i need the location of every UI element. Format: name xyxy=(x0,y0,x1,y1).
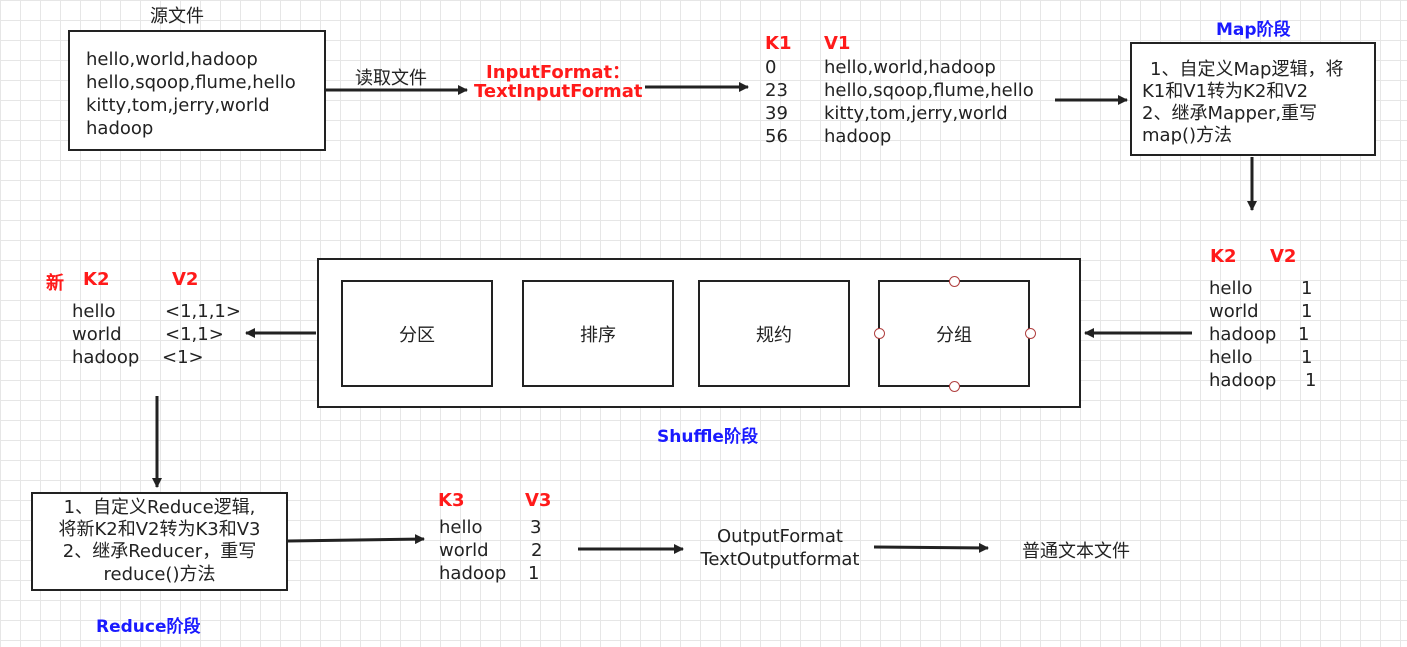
kv1-key: 23 xyxy=(765,80,788,101)
kv1-key: 56 xyxy=(765,126,788,147)
kv2-value: 1 xyxy=(1305,370,1317,391)
new-prefix: 新 xyxy=(46,273,64,294)
kv3-key: hello xyxy=(439,517,483,538)
kv2-value: 1 xyxy=(1298,324,1310,345)
kv1-value: kitty,tom,jerry,world xyxy=(824,103,1008,124)
map-stage-box: 1、自定义Map逻辑，将 K1和V1转为K2和V2 2、继承Mapper,重写 … xyxy=(1130,42,1376,156)
map-line: 2、继承Mapper,重写 xyxy=(1142,103,1318,124)
reduce-stage-box: 1、自定义Reduce逻辑, 将新K2和V2转为K3和V3 2、继承Reduce… xyxy=(31,492,288,591)
source-line: hello,sqoop,flume,hello xyxy=(86,72,296,93)
map-line: map()方法 xyxy=(1142,125,1233,146)
kv2-row: hadoop 1 xyxy=(1209,323,1309,346)
map-line: K1和V1转为K2和V2 xyxy=(1142,81,1309,102)
kv2-row: hello 1 xyxy=(1209,277,1312,300)
source-title: 源文件 xyxy=(150,6,204,27)
k1-header: K1 xyxy=(765,33,792,54)
kv1-value: hello,world,hadoop xyxy=(824,57,996,78)
kv2-row: world 1 xyxy=(1209,300,1312,323)
kv2-key: hello xyxy=(1209,347,1253,368)
input-format-label: InputFormat： xyxy=(486,62,631,83)
text-input-format-label: TextInputFormat xyxy=(474,81,643,102)
kv3-row: hadoop 1 xyxy=(439,562,539,585)
new-k2-header: K2 xyxy=(83,269,110,290)
source-line: hadoop xyxy=(86,118,154,139)
kv1-row: 23 hello,sqoop,flume,hello xyxy=(765,79,1034,102)
new-v2-header: V2 xyxy=(172,269,199,290)
v3-header: V3 xyxy=(525,490,552,511)
kv3-row: hello 3 xyxy=(439,516,541,539)
arrow-to-file xyxy=(873,542,989,553)
new-kv2-row: hadoop <1> xyxy=(72,346,204,369)
k3-header: K3 xyxy=(438,490,465,511)
kv3-key: world xyxy=(439,540,489,561)
kv1-row: 56 hadoop xyxy=(765,125,891,148)
new-kv2-key: world xyxy=(72,324,122,345)
read-file-label: 读取文件 xyxy=(355,68,427,89)
map-line: 1、自定义Map逻辑，将 xyxy=(1150,59,1344,80)
kv2-value: 1 xyxy=(1301,278,1313,299)
selection-handle[interactable] xyxy=(949,276,960,287)
kv2-value: 1 xyxy=(1301,347,1313,368)
kv1-value: hello,sqoop,flume,hello xyxy=(824,80,1034,101)
selection-handle[interactable] xyxy=(874,328,885,339)
kv2-row: hadoop 1 xyxy=(1209,369,1316,392)
new-kv2-key: hadoop xyxy=(72,347,140,368)
k2-header: K2 xyxy=(1210,246,1237,267)
reduce-line: reduce()方法 xyxy=(103,564,216,585)
shuffle-step-group: 分组 xyxy=(878,280,1030,387)
kv1-row: 39 kitty,tom,jerry,world xyxy=(765,102,1008,125)
source-line: kitty,tom,jerry,world xyxy=(86,95,270,116)
v2-header: V2 xyxy=(1270,246,1297,267)
kv2-row: hello 1 xyxy=(1209,346,1312,369)
selection-handle[interactable] xyxy=(949,381,960,392)
reduce-line: 2、继承Reducer，重写 xyxy=(62,541,257,562)
kv3-value: 2 xyxy=(531,540,543,561)
shuffle-step-sort: 排序 xyxy=(522,280,674,387)
selection-handle[interactable] xyxy=(1025,328,1036,339)
kv2-key: hadoop xyxy=(1209,324,1277,345)
map-stage-title: Map阶段 xyxy=(1216,20,1291,40)
source-line: hello,world,hadoop xyxy=(86,49,258,70)
reduce-line: 将新K2和V2转为K3和V3 xyxy=(58,519,261,540)
new-kv2-value: <1,1> xyxy=(165,324,224,345)
text-output-format-label: TextOutputformat xyxy=(700,549,860,570)
arrow-reduce-out xyxy=(287,534,425,545)
reduce-stage-title: Reduce阶段 xyxy=(96,617,201,637)
kv2-key: hello xyxy=(1209,278,1253,299)
kv2-key: hadoop xyxy=(1209,370,1277,391)
shuffle-stage-title: Shuffle阶段 xyxy=(657,427,758,447)
kv3-row: world 2 xyxy=(439,539,542,562)
new-kv2-value: <1> xyxy=(162,347,204,368)
new-kv2-row: world <1,1> xyxy=(72,323,224,346)
new-kv2-value: <1,1,1> xyxy=(165,301,241,322)
shuffle-step-partition: 分区 xyxy=(341,280,493,387)
kv1-key: 0 xyxy=(765,57,777,78)
plain-text-file-label: 普通文本文件 xyxy=(1022,541,1130,562)
kv1-key: 39 xyxy=(765,103,788,124)
kv2-key: world xyxy=(1209,301,1259,322)
kv3-key: hadoop xyxy=(439,563,507,584)
shuffle-step-combine: 规约 xyxy=(698,280,850,387)
kv1-value: hadoop xyxy=(824,126,892,147)
source-file-box: hello,world,hadoop hello,sqoop,flume,hel… xyxy=(68,30,326,151)
new-kv2-row: hello <1,1,1> xyxy=(72,300,241,323)
reduce-line: 1、自定义Reduce逻辑, xyxy=(63,497,256,518)
kv2-value: 1 xyxy=(1301,301,1313,322)
kv1-row: 0 hello,world,hadoop xyxy=(765,56,996,79)
shuffle-stage-box: 分区 排序 规约 分组 xyxy=(317,258,1081,408)
new-kv2-key: hello xyxy=(72,301,116,322)
kv3-value: 3 xyxy=(530,517,542,538)
v1-header: V1 xyxy=(824,33,851,54)
output-format-label: OutputFormat xyxy=(717,526,843,547)
kv3-value: 1 xyxy=(528,563,540,584)
